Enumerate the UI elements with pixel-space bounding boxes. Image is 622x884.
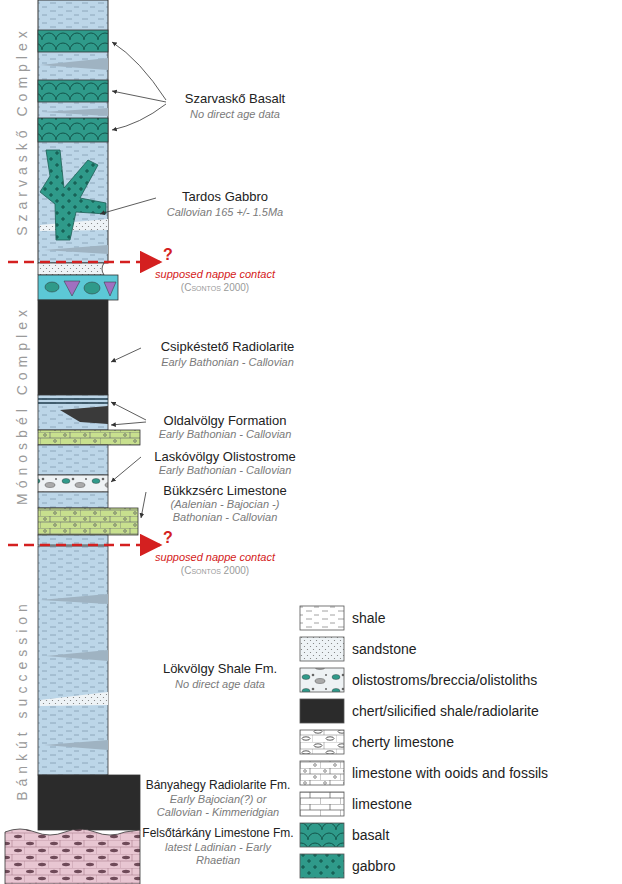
legend-text: basalt [352, 827, 389, 843]
complex-label: Szarvaskő Complex [14, 26, 30, 236]
nappe-note: supposed nappe contact [140, 551, 290, 564]
legend-text: cherty limestone [352, 734, 454, 750]
formation-name: Lökvölgy Shale Fm. [150, 662, 290, 676]
legend-text: sandstone [352, 641, 417, 657]
formation-name: Bányahegy Radiolarite Fm. [142, 778, 294, 792]
legend-text: limestone [352, 796, 412, 812]
formation-name: Tardos Gabbro [160, 190, 290, 204]
legend-swatch [300, 606, 344, 630]
citation: (Csontos 2000) [140, 565, 290, 577]
legend-swatch [300, 823, 344, 847]
formation-name: Oldalvölgy Formation [150, 414, 300, 428]
age-note: Early Bathonian - Callovian [145, 464, 305, 477]
complex-label: Mónosbél Complex [14, 305, 30, 505]
age-note: Early Bajocian(?) or Callovian - Kimmeri… [147, 793, 289, 819]
formation-name: Felsőtárkány Limestone Fm. [142, 826, 294, 840]
age-note: No direct age data [150, 678, 290, 691]
formation-name: Csipkéstető Radiolarite [145, 340, 310, 354]
legend-text: olistostroms/breccia/olistoliths [352, 672, 537, 688]
legend-text: gabbro [352, 858, 396, 874]
formation-name: Bükkzsérc Limestone [150, 484, 300, 498]
age-note: latest Ladinian - Early Rhaetian [147, 841, 289, 867]
age-note: Callovian 165 +/- 1.5Ma [160, 206, 290, 219]
complex-label: Bánkút succession [14, 599, 30, 801]
formation-name: Szarvaskő Basalt [170, 92, 300, 106]
query-mark: ? [163, 530, 177, 546]
age-note: No direct age data [170, 108, 300, 121]
legend-swatch [300, 761, 344, 785]
legend-text: limestone with ooids and fossils [352, 765, 548, 781]
legend-swatch [300, 637, 344, 661]
legend-swatch [300, 668, 344, 692]
citation: (Csontos 2000) [140, 282, 290, 294]
formation-name: Laskóvölgy Olistostrome [145, 450, 305, 464]
nappe-note: supposed nappe contact [140, 268, 290, 281]
legend-text: chert/silicified shale/radiolarite [352, 703, 539, 719]
age-note: (Aalenian - Bajocian -) Bathonian - Call… [155, 498, 295, 524]
query-mark: ? [163, 247, 177, 263]
legend-swatch [300, 730, 344, 754]
age-note: Early Bathonian - Callovian [145, 356, 310, 369]
legend-text: shale [352, 610, 385, 626]
legend-swatch [300, 792, 344, 816]
age-note: Early Bathonian - Callovian [150, 428, 300, 441]
legend-swatch [300, 699, 344, 723]
legend-swatch [300, 854, 344, 878]
